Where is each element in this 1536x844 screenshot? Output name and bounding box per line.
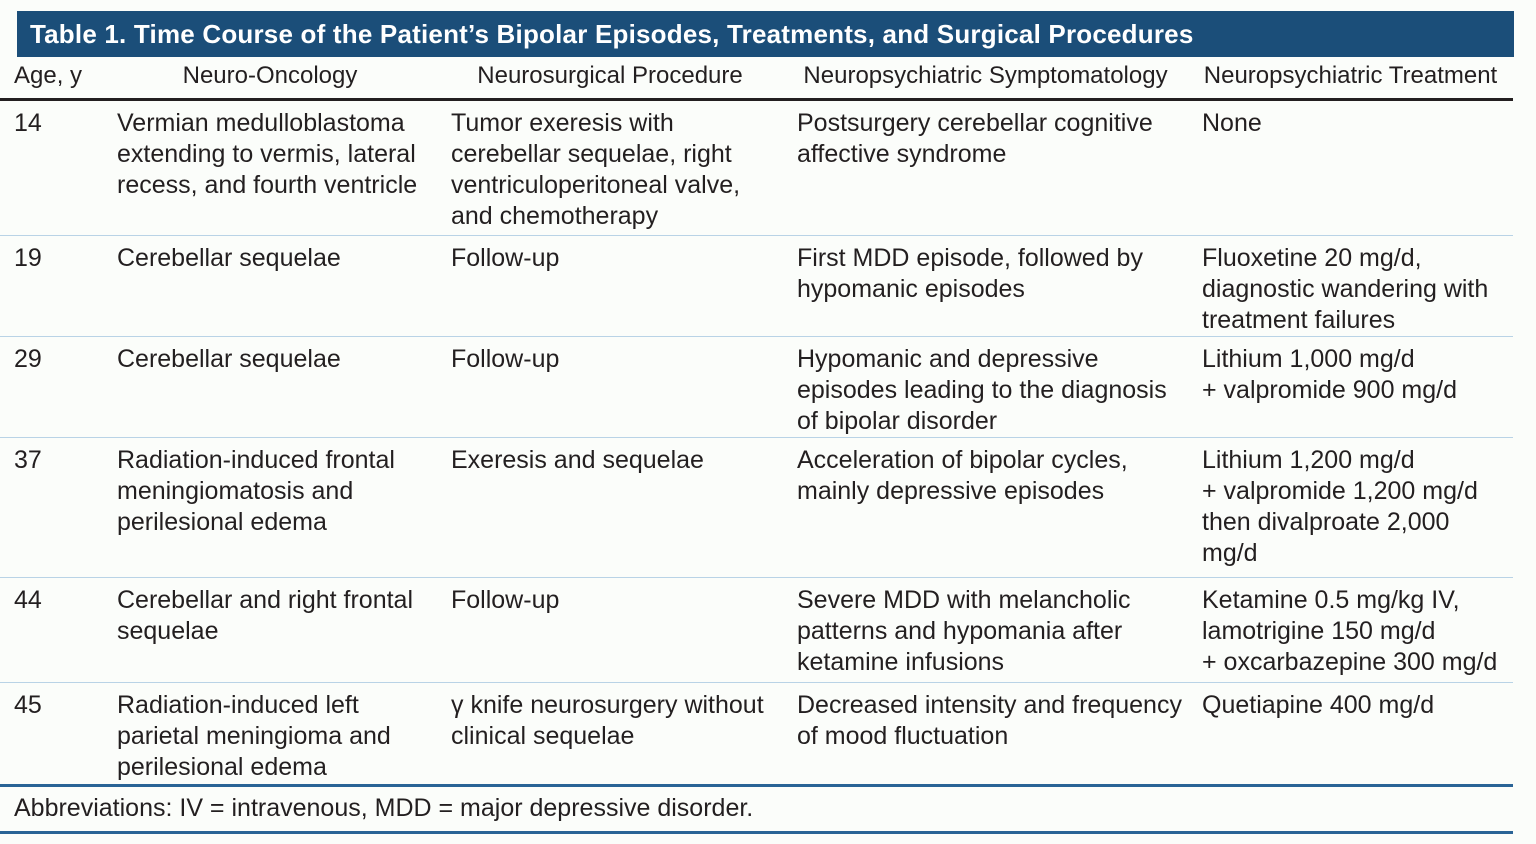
table-header-row: Age, y Neuro-Oncology Neurosurgical Proc… <box>0 57 1513 101</box>
table-row-age-37: 37 Radiation-induced frontal meningiomat… <box>0 437 1513 578</box>
cell-symptomatology: Severe MDD with melancholic patterns and… <box>783 577 1188 683</box>
cell-age: 45 <box>14 690 42 719</box>
cell-symptomatology: Hypomanic and depressive episodes leadin… <box>783 336 1188 438</box>
column-header-neurosurgical-procedure: Neurosurgical Procedure <box>437 57 783 101</box>
cell-treatment: Quetiapine 400 mg/d <box>1202 690 1435 719</box>
cell-neuro-oncology: Radiation-induced left parietal meningio… <box>117 690 391 781</box>
cell-treatment: Lithium 1,200 mg/d + valpromide 1,200 mg… <box>1188 437 1513 578</box>
cell-symptomatology: First MDD episode, followed by hypomanic… <box>783 235 1188 337</box>
cell-neurosurgical-procedure: Follow-up <box>437 336 783 438</box>
episodes-treatments-table: Age, y Neuro-Oncology Neurosurgical Proc… <box>0 57 1513 784</box>
cell-neurosurgical-procedure: γ knife neurosurgery without clinical se… <box>451 690 764 750</box>
table-title: Table 1. Time Course of the Patient’s Bi… <box>30 18 1194 49</box>
cell-age: 37 <box>0 437 103 578</box>
cell-neuro-oncology: Cerebellar sequelae <box>103 235 437 337</box>
cell-treatment: None <box>1188 99 1513 236</box>
cell-age: 29 <box>0 336 103 438</box>
column-header-neuropsychiatric-symptomatology: Neuropsychiatric Symptomatology <box>783 57 1188 101</box>
table-row-age-14: 14 Vermian medulloblastoma extending to … <box>0 99 1513 236</box>
column-header-neuro-oncology: Neuro-Oncology <box>103 57 437 101</box>
cell-neurosurgical-procedure: Exeresis and sequelae <box>437 437 783 578</box>
cell-symptomatology: Decreased intensity and frequency of moo… <box>797 690 1182 750</box>
abbreviations-footnote: Abbreviations: IV = intravenous, MDD = m… <box>0 784 1513 834</box>
column-header-age: Age, y <box>0 57 103 101</box>
cell-neuro-oncology: Cerebellar and right frontal sequelae <box>103 577 437 683</box>
cell-neuro-oncology: Vermian medulloblastoma extending to ver… <box>103 99 437 236</box>
cell-treatment: Ketamine 0.5 mg/kg IV, lamotrigine 150 m… <box>1188 577 1513 683</box>
table-row-age-29: 29 Cerebellar sequelae Follow-up Hypoman… <box>0 336 1513 438</box>
table-row-age-44: 44 Cerebellar and right frontal sequelae… <box>0 577 1513 683</box>
table-row-age-45: 45 Radiation-induced left parietal menin… <box>0 682 1513 784</box>
cell-neurosurgical-procedure: Follow-up <box>437 235 783 337</box>
cell-age: 19 <box>0 235 103 337</box>
cell-neuro-oncology: Radiation-induced frontal meningiomatosi… <box>103 437 437 578</box>
cell-age: 14 <box>0 99 103 236</box>
cell-symptomatology: Postsurgery cerebellar cognitive affecti… <box>783 99 1188 236</box>
column-header-neuropsychiatric-treatment: Neuropsychiatric Treatment <box>1188 57 1513 101</box>
cell-neuro-oncology: Cerebellar sequelae <box>103 336 437 438</box>
cell-neurosurgical-procedure: Follow-up <box>437 577 783 683</box>
cell-treatment: Lithium 1,000 mg/d + valpromide 900 mg/d <box>1188 336 1513 438</box>
table-row-age-19: 19 Cerebellar sequelae Follow-up First M… <box>0 235 1513 337</box>
cell-symptomatology: Acceleration of bipolar cycles, mainly d… <box>783 437 1188 578</box>
cell-age: 44 <box>0 577 103 683</box>
cell-neurosurgical-procedure: Tumor exeresis with cerebellar sequelae,… <box>437 99 783 236</box>
cell-treatment: Fluoxetine 20 mg/d, diagnostic wandering… <box>1188 235 1513 337</box>
table-title-bar: Table 1. Time Course of the Patient’s Bi… <box>17 11 1514 57</box>
